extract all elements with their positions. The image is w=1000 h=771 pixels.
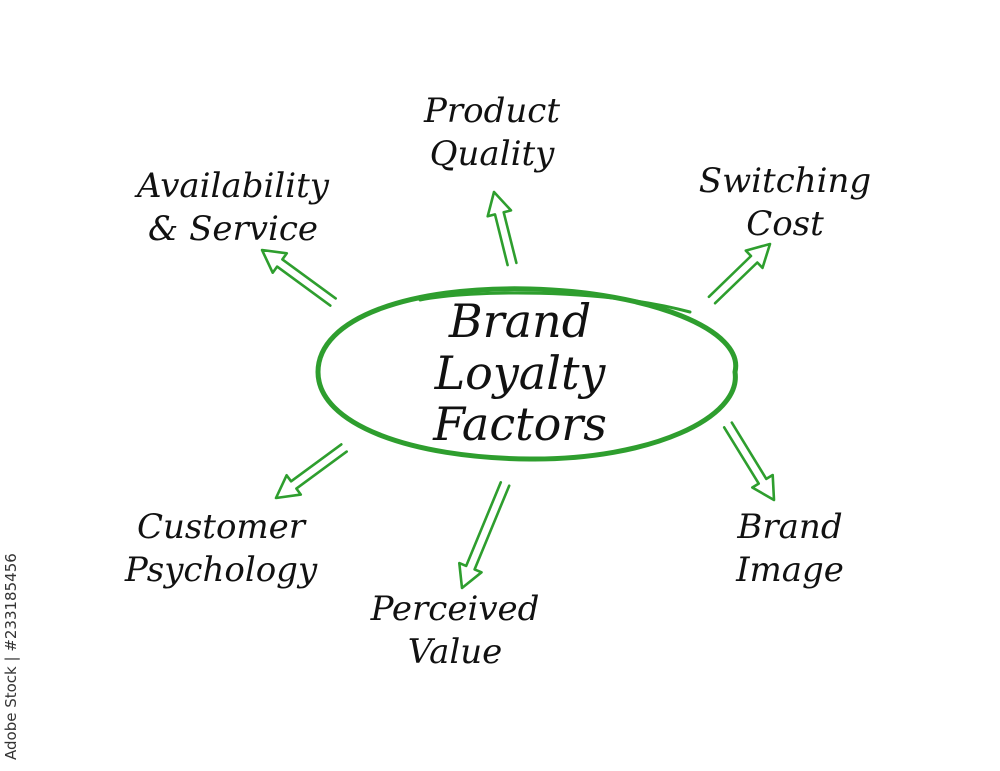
factor-label-line: & Service	[148, 208, 318, 249]
center-ellipse	[315, 286, 739, 462]
arrow-to-switching-cost	[707, 242, 772, 305]
factor-label-line: Switching	[698, 161, 872, 201]
center-label-line-3: Factors	[433, 397, 607, 452]
center-label-line-2: Loyalty	[434, 345, 606, 400]
factor-label-line: Image	[736, 549, 844, 590]
factor-label-line: Value	[407, 631, 503, 672]
factor-availability-service: Availability & Service	[98, 165, 368, 250]
arrow-to-customer-psychology	[274, 443, 349, 500]
factor-brand-image: Brand Image	[700, 506, 880, 591]
factor-label-line: Quality	[429, 133, 555, 174]
factor-label-line: Customer	[136, 507, 306, 547]
stock-id-watermark: Adobe Stock | #233185456	[2, 553, 20, 760]
factor-label-line: Perceived	[370, 589, 540, 629]
arrow-to-availability-service	[260, 248, 338, 307]
factor-label-line: Brand	[737, 507, 843, 547]
factor-label-line: Availability	[137, 166, 329, 206]
factor-switching-cost: Switching Cost	[670, 160, 900, 245]
arrow-to-perceived-value	[457, 480, 511, 590]
factor-label-line: Cost	[746, 203, 824, 244]
arrow-to-product-quality	[486, 190, 518, 267]
factor-label-line: Psychology	[124, 549, 318, 590]
factor-perceived-value: Perceived Value	[335, 588, 575, 673]
factor-product-quality: Product Quality	[392, 90, 592, 175]
factor-customer-psychology: Customer Psychology	[96, 506, 346, 591]
arrow-to-brand-image	[722, 421, 776, 502]
center-label-line-1: Brand	[448, 294, 592, 348]
center-label: Brand Loyalty Factors	[405, 294, 635, 452]
factor-label-line: Product	[424, 91, 560, 131]
